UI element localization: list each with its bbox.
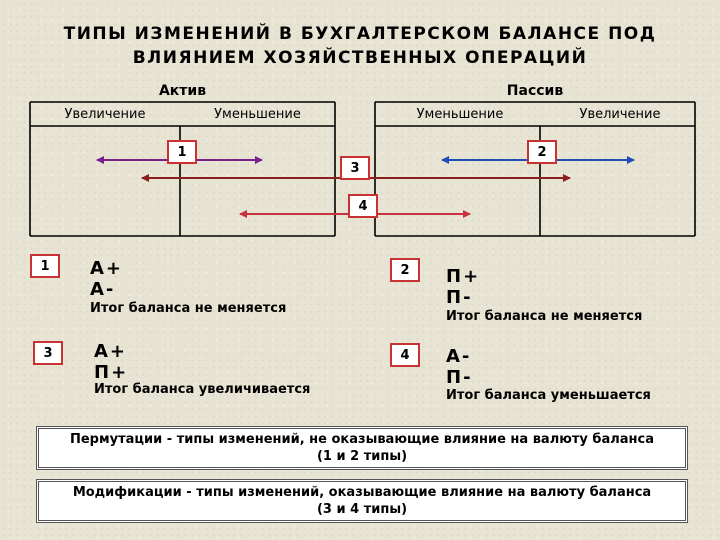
modifications-definition-box: Модификации - типы изменений, оказывающи… (38, 481, 686, 521)
type-number-3: 3 (33, 341, 63, 365)
arrow-number-2: 2 (527, 140, 557, 164)
arrow-number-3: 3 (340, 156, 370, 180)
page-subtitle: ВЛИЯНИЕМ ХОЗЯЙСТВЕННЫХ ОПЕРАЦИЙ (132, 48, 588, 68)
type-number-4: 4 (390, 343, 420, 367)
permutations-definition-text: Пермутации - типы изменений, не оказываю… (69, 432, 655, 447)
modifications-definition-types: (3 и 4 типы) (316, 502, 408, 517)
type-number-1: 1 (30, 254, 60, 278)
type-3-line1: А+ (94, 341, 128, 362)
type-2-line2: П- (446, 287, 473, 308)
arrow-number-1: 1 (167, 140, 197, 164)
header-passiv: Пассив (506, 83, 564, 99)
table-lines (29, 101, 696, 237)
type-1-note: Итог баланса не меняется (90, 301, 287, 316)
type-1-line2: А- (90, 279, 116, 300)
header-passiv-increase: Увеличение (579, 107, 661, 122)
type-number-2: 2 (390, 258, 420, 282)
type-2-note: Итог баланса не меняется (446, 309, 643, 324)
header-passiv-decrease: Уменьшение (416, 107, 504, 122)
type-4-line2: П- (446, 367, 473, 388)
header-aktiv-decrease: Уменьшение (214, 107, 301, 122)
type-2-line1: П+ (446, 266, 481, 287)
type-3-line2: П+ (94, 362, 129, 383)
permutations-definition-box: Пермутации - типы изменений, не оказываю… (38, 428, 686, 468)
type-3-note: Итог баланса увеличивается (94, 382, 311, 397)
arrow-number-4: 4 (348, 194, 378, 218)
page-title: ТИПЫ ИЗМЕНЕНИЙ В БУХГАЛТЕРСКОМ БАЛАНСЕ П… (63, 24, 657, 44)
type-4-line1: А- (446, 346, 472, 367)
type-1-line1: А+ (90, 258, 124, 279)
header-aktiv: Актив (158, 83, 207, 99)
permutations-definition-types: (1 и 2 типы) (316, 449, 408, 464)
type-4-note: Итог баланса уменьшается (446, 388, 651, 403)
modifications-definition-text: Модификации - типы изменений, оказывающи… (72, 485, 652, 500)
header-aktiv-increase: Увеличение (64, 107, 146, 122)
